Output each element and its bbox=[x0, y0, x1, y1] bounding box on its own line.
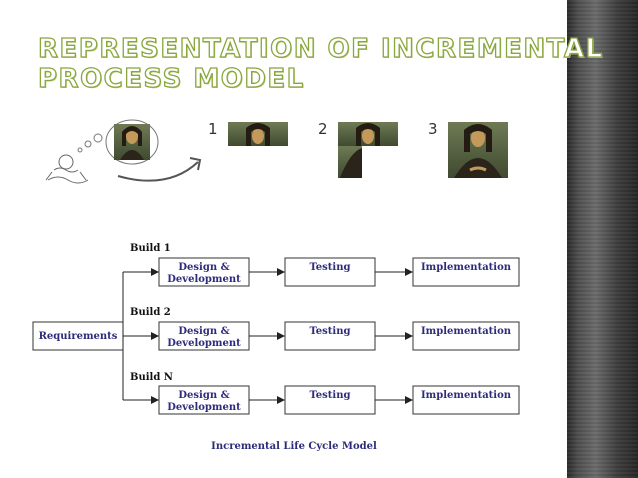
step-number-1: 1 bbox=[208, 120, 218, 138]
incremental-painting-illustration: 1 2 3 bbox=[45, 119, 508, 184]
development-label-n: Development bbox=[167, 402, 241, 413]
implementation-box-n bbox=[412, 385, 520, 415]
design-development-box-2 bbox=[158, 321, 250, 351]
mona-lisa-step2-icon bbox=[338, 122, 398, 178]
testing-box-n bbox=[284, 385, 376, 415]
implementation-label-1: Implementation bbox=[421, 262, 512, 273]
decorative-sidebar bbox=[567, 0, 638, 478]
build-2-label: Build 2 bbox=[130, 307, 171, 318]
build-1-label: Build 1 bbox=[130, 243, 171, 254]
implementation-box-2 bbox=[412, 321, 520, 351]
mona-lisa-step3-icon bbox=[448, 122, 508, 178]
diagram-caption: Incremental Life Cycle Model bbox=[211, 441, 377, 452]
testing-label-1: Testing bbox=[310, 262, 351, 273]
sketch-person-icon bbox=[45, 154, 89, 184]
title-line-2: PROCESS MODEL bbox=[37, 63, 305, 94]
design-development-box-n bbox=[158, 385, 250, 415]
testing-label-2: Testing bbox=[310, 326, 351, 337]
development-label-1: Development bbox=[167, 274, 241, 285]
implementation-label-n: Implementation bbox=[421, 390, 512, 401]
requirements-label: Requirements bbox=[39, 331, 118, 342]
build-n-label: Build N bbox=[130, 372, 173, 383]
testing-box-2 bbox=[284, 321, 376, 351]
incremental-flow-diagram: Requirements Build 1 Design & Developmen… bbox=[32, 243, 520, 452]
implementation-label-2: Implementation bbox=[421, 326, 512, 337]
design-label-1: Design & bbox=[178, 262, 229, 273]
design-label-2: Design & bbox=[178, 326, 229, 337]
slide-title: REPRESENTATION OF INCREMENTAL PROCESS MO… bbox=[37, 33, 604, 94]
title-line-1: REPRESENTATION OF INCREMENTAL bbox=[37, 33, 604, 64]
development-label-2: Development bbox=[167, 338, 241, 349]
mona-lisa-step1-icon bbox=[228, 122, 288, 146]
implementation-box-1 bbox=[412, 257, 520, 287]
design-label-n: Design & bbox=[178, 390, 229, 401]
step-number-3: 3 bbox=[428, 120, 438, 138]
testing-box-1 bbox=[284, 257, 376, 287]
thought-bubble-icon bbox=[77, 119, 159, 165]
requirements-box bbox=[32, 321, 124, 351]
step-number-2: 2 bbox=[318, 120, 328, 138]
testing-label-n: Testing bbox=[310, 390, 351, 401]
mona-lisa-thumbnail-icon bbox=[114, 124, 150, 160]
curved-arrow-icon bbox=[117, 157, 202, 182]
design-development-box-1 bbox=[158, 257, 250, 287]
